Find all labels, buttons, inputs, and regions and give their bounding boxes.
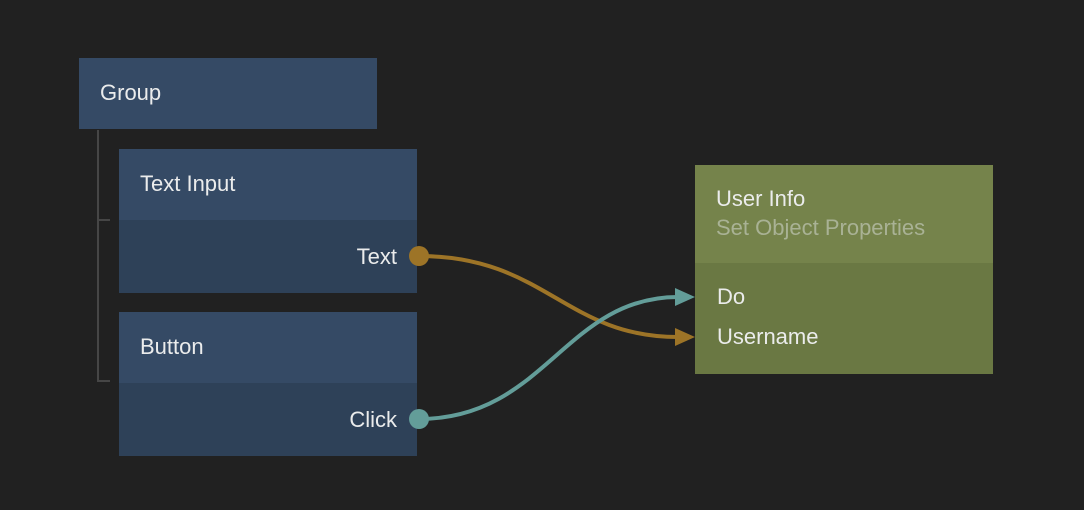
node-user-info-header: User Info Set Object Properties [695, 165, 993, 263]
input-port-label: Username [717, 324, 819, 349]
node-text-input-header: Text Input [119, 149, 417, 220]
node-title: Button [140, 334, 204, 360]
node-group[interactable]: Group [79, 58, 377, 129]
node-user-info-body: Do Username [695, 263, 993, 374]
input-port-arrow-do[interactable] [675, 288, 695, 306]
input-port-row: Do [695, 277, 993, 317]
node-text-input[interactable]: Text Input Text [119, 149, 417, 293]
node-button-body: Click [119, 383, 417, 456]
output-port-row: Text [119, 220, 417, 293]
node-title: Text Input [140, 171, 236, 197]
node-text-input-body: Text [119, 220, 417, 293]
input-port-label: Do [717, 284, 746, 309]
connection-wire-click-to-do[interactable] [418, 295, 679, 421]
input-port-arrow-username[interactable] [675, 328, 695, 346]
output-port-row: Click [119, 383, 417, 456]
node-subtitle: Set Object Properties [716, 215, 926, 240]
node-button-header: Button [119, 312, 417, 383]
output-port-label: Click [349, 406, 397, 432]
node-title: Group [100, 80, 162, 106]
node-title: User Info [716, 186, 806, 212]
input-port-row: Username [695, 317, 993, 357]
node-button[interactable]: Button Click [119, 312, 417, 456]
output-port-label: Text [356, 243, 397, 269]
connection-wire-text-to-username[interactable] [418, 254, 679, 339]
node-group-header: Group [79, 58, 377, 129]
node-user-info[interactable]: User Info Set Object Properties Do Usern… [695, 165, 993, 374]
